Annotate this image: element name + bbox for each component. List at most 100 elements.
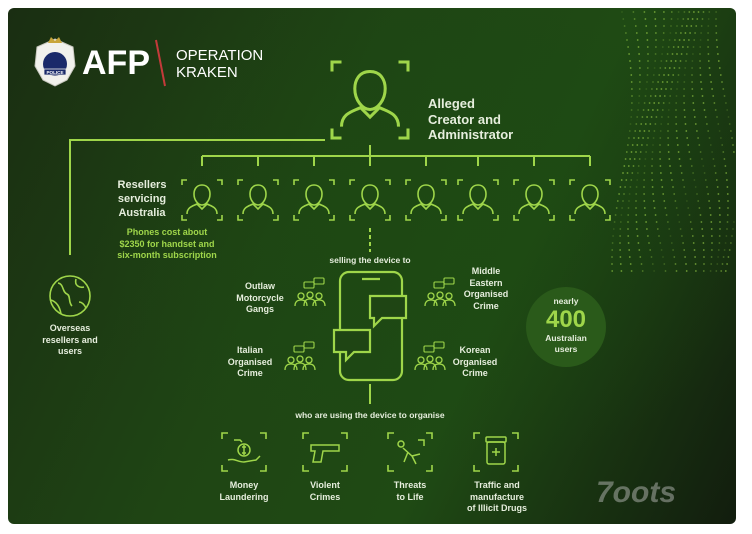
wave-dot [703,256,705,258]
wave-dot [646,228,648,230]
wave-dot [667,137,669,139]
wave-dot [635,123,638,125]
wave-dot [677,214,679,216]
wave-dot [645,221,647,223]
administrator-label: Alleged Creator and Administrator [428,96,514,142]
wave-dot [667,109,670,111]
wave-dot [679,165,682,167]
wave-dot [682,242,684,244]
wave-dot [634,25,637,27]
wave-dot [671,81,673,83]
wave-dot [629,123,632,125]
wave-dot [692,242,695,244]
afp-badge-logo: POLICE [34,37,76,87]
wave-dot [633,137,635,139]
wave-dot [663,11,665,13]
wave-dot [675,130,678,132]
wave-dot [674,200,677,202]
wave-dot [685,25,688,27]
wave-dot [709,270,712,272]
wave-dot [686,46,689,48]
wave-dot [656,109,659,111]
wave-dot [636,228,638,230]
wave-dot [717,53,719,55]
wave-dot [731,137,733,139]
wave-dot [683,39,685,41]
wave-dot [611,270,614,272]
wave-dot [711,88,713,90]
wave-dot [674,60,677,62]
wave-dot [691,88,694,90]
watermark: 7oots [596,476,677,509]
wave-dot [710,221,713,223]
wave-dot [669,32,672,34]
wave-dot [668,67,671,69]
wave-dot [644,123,647,125]
administrator-icon [330,60,410,140]
wave-dot [689,221,692,223]
wave-dot [697,11,700,13]
group-label-italian: Italian Organised Crime [227,345,273,378]
wave-dot [698,144,701,146]
wave-dot [648,242,650,244]
wave-dot [717,193,720,195]
wave-dot [658,74,661,76]
money-laundering-icon [221,432,267,472]
wave-dot [717,249,720,251]
wave-dot [651,179,654,181]
wave-dot [646,144,648,146]
wave-dot [702,270,705,272]
wave-dot [695,25,698,27]
wave-dot [718,67,721,69]
wave-dot [703,109,706,111]
wave-dot [619,221,622,223]
wave-dot [715,25,717,27]
wave-dot [710,81,712,83]
wave-dot [681,235,683,237]
wave-dot [650,116,653,118]
wave-dot [614,214,617,216]
wave-dot [660,60,663,62]
wave-dot [652,109,654,111]
wave-dot [687,18,689,20]
wave-dot [627,144,629,146]
wave-dot [639,151,642,153]
wave-dot [667,221,669,223]
wave-dot [697,200,700,202]
wave-dot [688,39,690,41]
wave-dot [688,151,691,153]
wave-dot [652,193,654,195]
wave-dot [662,32,665,34]
wave-dot [641,116,644,118]
wave-dot [663,74,665,76]
reseller-icon [237,179,279,221]
wave-dot [667,46,670,48]
wave-dot [690,25,693,27]
wave-dot [627,235,630,237]
wave-dot [620,214,623,216]
wave-dot [727,256,730,258]
wave-dot [684,193,687,195]
wave-dot [655,116,658,118]
wave-dot [654,18,657,20]
wave-dot [692,102,695,104]
wave-dot [689,32,691,34]
wave-dot [702,102,705,104]
wave-dot [654,60,657,62]
wave-dot [733,151,735,153]
wave-dot [706,186,708,188]
wave-dot [667,151,670,153]
wave-dot [641,144,643,146]
wave-dot [659,151,661,153]
wave-dot [637,102,640,104]
wave-dot [625,179,628,181]
users-badge: nearly 400 Australian users [545,296,587,354]
wave-dot [626,39,628,41]
wave-dot [638,158,641,160]
overseas-label: Overseas resellers and users [42,323,98,356]
wave-dot [652,74,655,76]
wave-dot [721,263,724,265]
wave-dot [726,179,728,181]
phone-icon [332,270,408,382]
wave-dot [652,144,654,146]
